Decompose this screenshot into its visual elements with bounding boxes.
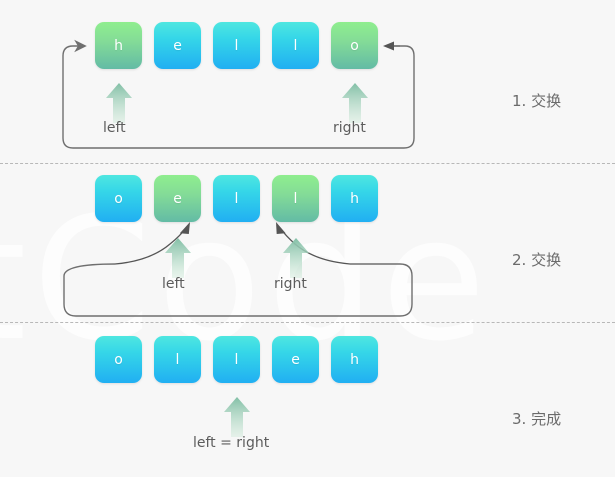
cell-4[interactable]: h [331, 336, 378, 383]
step-caption-3: 3. 完成 [512, 410, 562, 428]
pointer-arrow-left-icon [164, 237, 192, 279]
cell-1[interactable]: l [154, 336, 201, 383]
step-caption-1: 1. 交换 [512, 92, 562, 110]
cell-3[interactable]: e [272, 336, 319, 383]
cell-1[interactable]: e [154, 22, 201, 69]
pointer-arrow-right-icon [282, 237, 310, 279]
cell-1[interactable]: e [154, 175, 201, 222]
step-row-3: o l l e h left = right 3. 完成 [0, 323, 615, 477]
divider-step1-step2 [0, 163, 615, 164]
pointer-label-left: left [103, 120, 126, 136]
cell-char: l [293, 190, 298, 207]
cell-char: l [175, 351, 180, 368]
divider-step2-step3 [0, 322, 615, 323]
cell-strip-step2: o e l l h [95, 175, 380, 223]
cell-strip-step1: h e l l o [95, 22, 380, 70]
cell-char: l [234, 37, 239, 54]
pointer-label-right: right [274, 276, 307, 292]
cell-char: o [114, 190, 123, 207]
cell-0[interactable]: o [95, 175, 142, 222]
cell-char: e [173, 37, 182, 54]
cell-char: h [350, 351, 359, 368]
cell-char: e [173, 190, 182, 207]
pointer-arrow-left-icon [105, 82, 133, 124]
pointer-label-right: right [333, 120, 366, 136]
cell-3[interactable]: l [272, 22, 319, 69]
cell-char: l [293, 37, 298, 54]
cell-char: o [114, 351, 123, 368]
cell-2[interactable]: l [213, 336, 260, 383]
pointer-arrow-left-right-icon [223, 396, 251, 438]
cell-char: h [350, 190, 359, 207]
step-row-1: h e l l o left [0, 0, 615, 163]
step-row-2: o e l l h left right 2. 交换 [0, 164, 615, 322]
cell-0[interactable]: o [95, 336, 142, 383]
cell-char: l [234, 190, 239, 207]
cell-char: l [234, 351, 239, 368]
cell-2[interactable]: l [213, 22, 260, 69]
cell-char: o [350, 37, 359, 54]
pointer-label-left: left [162, 276, 185, 292]
cell-0[interactable]: h [95, 22, 142, 69]
cell-3[interactable]: l [272, 175, 319, 222]
cell-4[interactable]: h [331, 175, 378, 222]
cell-strip-step3: o l l e h [95, 336, 380, 384]
pointer-arrow-right-icon [341, 82, 369, 124]
cell-char: h [114, 37, 123, 54]
cell-2[interactable]: l [213, 175, 260, 222]
step-caption-2: 2. 交换 [512, 251, 562, 269]
pointer-label-left-equals-right: left = right [193, 435, 270, 451]
cell-char: e [291, 351, 300, 368]
cell-4[interactable]: o [331, 22, 378, 69]
